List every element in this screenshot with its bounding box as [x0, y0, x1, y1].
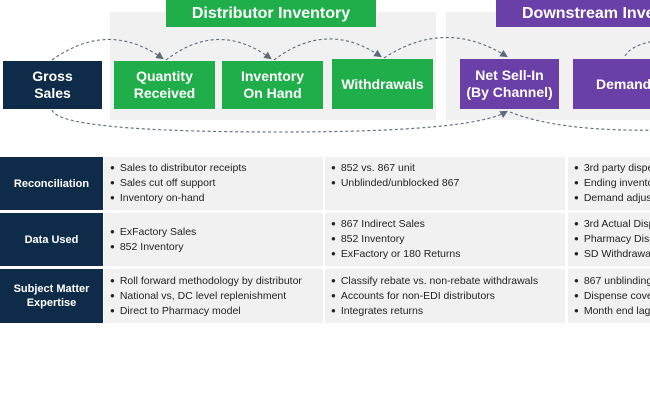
- list-item: Sales to distributor receipts: [110, 161, 323, 176]
- list-item: Demand adjustment: [574, 191, 650, 206]
- list-item: Roll forward methodology by distributor: [110, 274, 323, 289]
- list-item: 852 vs. 867 unit: [331, 161, 565, 176]
- downstream-inventory-header: Downstream Inventory: [496, 0, 650, 27]
- quantity-received-box: Quantity Received: [114, 61, 215, 109]
- net-sell-in-box: Net Sell-In (By Channel): [460, 59, 559, 109]
- list-item: 867 unblinding: [574, 274, 650, 289]
- list-item: Pharmacy Dispense: [574, 232, 650, 247]
- list-item: Dispense coverage: [574, 289, 650, 304]
- row-label-subject-matter-expertise: Subject Matter Expertise: [0, 269, 103, 323]
- expertise-col2: Classify rebate vs. non-rebate withdrawa…: [325, 269, 565, 323]
- list-item: ExFactory or 180 Returns: [331, 247, 565, 262]
- demand-box: Demand: [573, 59, 650, 109]
- reconciliation-col1: Sales to distributor receipts Sales cut …: [104, 157, 323, 210]
- list-item: 852 Inventory: [331, 232, 565, 247]
- table-row-reconciliation: Reconciliation Sales to distributor rece…: [0, 157, 650, 210]
- list-item: ExFactory Sales: [110, 225, 323, 240]
- list-item: 3rd party dispense: [574, 161, 650, 176]
- list-item: 867 Indirect Sales: [331, 217, 565, 232]
- list-item: Classify rebate vs. non-rebate withdrawa…: [331, 274, 565, 289]
- row-label-data-used: Data Used: [0, 213, 103, 266]
- list-item: 852 Inventory: [110, 240, 323, 255]
- list-item: Direct to Pharmacy model: [110, 304, 323, 319]
- table-row-data-used: Data Used ExFactory Sales 852 Inventory …: [0, 213, 650, 266]
- list-item: Month end lag: [574, 304, 650, 319]
- reconciliation-col2: 852 vs. 867 unit Unblinded/unblocked 867: [325, 157, 565, 210]
- data-used-col1: ExFactory Sales 852 Inventory: [104, 213, 323, 266]
- list-item: National vs, DC level replenishment: [110, 289, 323, 304]
- distributor-inventory-header: Distributor Inventory: [166, 0, 376, 27]
- list-item: Inventory on-hand: [110, 191, 323, 206]
- list-item: Integrates returns: [331, 304, 565, 319]
- list-item: Unblinded/unblocked 867: [331, 176, 565, 191]
- gross-sales-box: Gross Sales: [3, 61, 102, 109]
- list-item: Accounts for non-EDI distributors: [331, 289, 565, 304]
- expertise-col3: 867 unblinding Dispense coverage Month e…: [568, 269, 650, 323]
- row-label-reconciliation: Reconciliation: [0, 157, 103, 210]
- reconciliation-col3: 3rd party dispense Ending inventory Dema…: [568, 157, 650, 210]
- withdrawals-box: Withdrawals: [332, 59, 433, 109]
- list-item: 3rd Actual Dispense: [574, 217, 650, 232]
- inventory-on-hand-box: Inventory On Hand: [222, 61, 323, 109]
- list-item: Sales cut off support: [110, 176, 323, 191]
- list-item: Ending inventory: [574, 176, 650, 191]
- data-used-col2: 867 Indirect Sales 852 Inventory ExFacto…: [325, 213, 565, 266]
- list-item: SD Withdrawals: [574, 247, 650, 262]
- table-row-subject-matter-expertise: Subject Matter Expertise Roll forward me…: [0, 269, 650, 323]
- expertise-col1: Roll forward methodology by distributor …: [104, 269, 323, 323]
- data-used-col3: 3rd Actual Dispense Pharmacy Dispense SD…: [568, 213, 650, 266]
